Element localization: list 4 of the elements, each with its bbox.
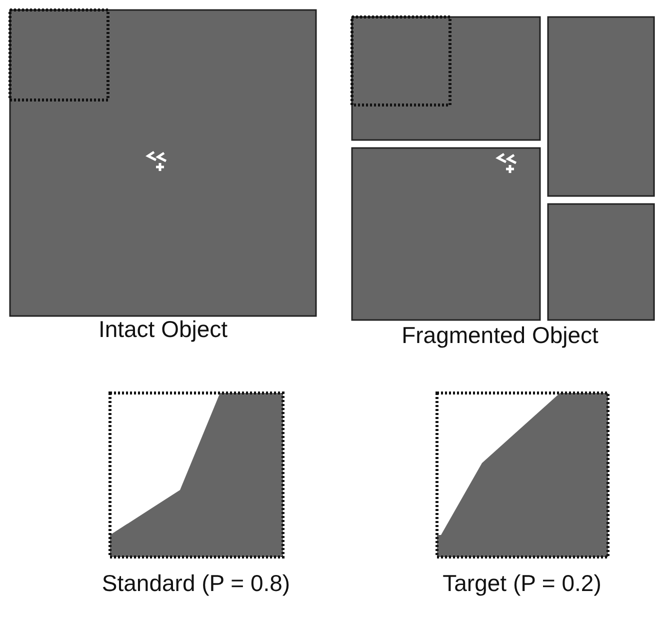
caption-text: Target (P = 0.2)	[442, 570, 602, 597]
caption-text: Intact Object	[98, 316, 228, 343]
caption-text: Standard (P = 0.8)	[102, 570, 290, 597]
caption-text: Fragmented Object	[402, 322, 598, 349]
